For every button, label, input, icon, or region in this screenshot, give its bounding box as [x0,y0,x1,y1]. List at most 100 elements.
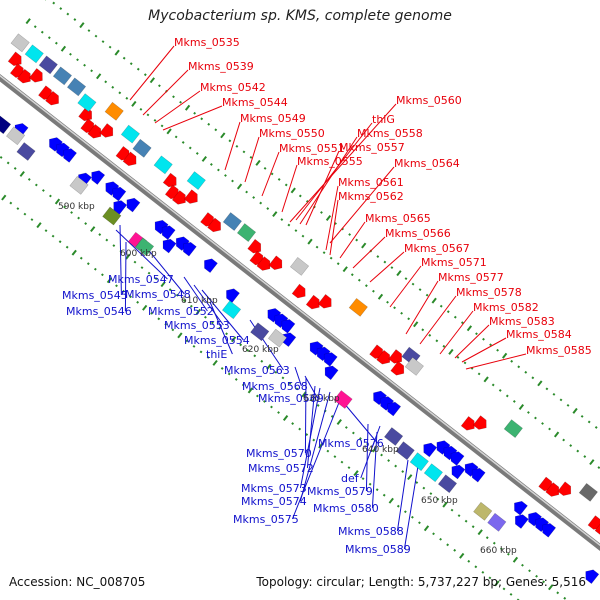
tick-mark [277,178,281,181]
genome-summary-text: Topology: circular; Length: 5,737,227 bp… [256,575,586,589]
tick-mark [494,580,500,587]
tick-mark [9,201,13,205]
reverse-gene-arrow [226,288,240,303]
feature-box [69,175,89,195]
gene-label-reverse: Mkms_0568 [242,380,308,393]
reverse-gene-arrow [113,200,128,215]
tick-mark [492,541,496,545]
tick-mark [247,387,253,394]
tick-mark [506,552,510,556]
leader-line [142,69,189,116]
gene-label-forward: Mkms_0584 [506,328,572,341]
leader-line [289,103,397,223]
tick-mark [594,426,598,429]
reverse-gene-arrow [126,197,141,213]
gene-label-forward: Mkms_0565 [365,212,431,225]
reverse-gene-arrow [535,517,549,533]
tick-mark [266,363,272,370]
gene-label-reverse: thiE [206,348,227,361]
tick-mark [488,576,492,580]
forward-gene-arrow [16,68,31,84]
feature-box [120,124,140,144]
tick-mark [418,288,422,292]
leader-line [369,251,405,283]
tick-mark [195,152,199,155]
tick-mark [188,146,192,150]
feature-box [102,206,122,226]
tick-mark [393,306,396,310]
tick-mark [413,321,419,328]
gene-label-reverse: Mkms_0570 [246,447,312,460]
leader-line [281,164,298,213]
forward-gene-arrow [557,481,572,496]
gene-label-forward: Mkms_0551 [279,142,345,155]
tick-mark [59,7,63,10]
tick-mark [86,262,90,266]
tick-mark [282,415,289,422]
reverse-gene-arrow [450,451,465,466]
feature-box [423,463,443,483]
tick-mark [41,189,45,192]
gene-label-forward: Mkms_0571 [421,256,487,269]
reverse-gene-arrow [49,137,63,152]
leader-line [396,459,409,532]
tick-mark [556,591,560,595]
leader-line [339,221,366,259]
tick-mark [105,238,109,242]
tick-mark [270,405,273,409]
tick-mark [36,222,42,229]
tick-mark [355,238,359,242]
tick-mark [181,141,185,144]
forward-gene-arrow [305,294,320,310]
tick-mark [79,256,83,260]
tick-mark [386,300,389,304]
forward-gene-arrow [268,255,283,270]
reverse-gene-arrow [585,569,600,585]
scale-label: 640 kbp [362,445,399,455]
gene-label-forward: Mkms_0550 [259,127,325,140]
tick-mark [423,525,430,532]
tick-mark [54,41,58,45]
leader-line [365,423,369,492]
tick-mark [344,426,348,429]
tick-mark [73,18,77,21]
forward-gene-arrow [87,123,102,139]
scale-label: 610 kbp [181,296,218,306]
feature-box [134,237,155,257]
feature-box [186,171,206,190]
tick-mark [101,40,105,44]
tick-mark [150,311,154,315]
feature-box [221,300,242,320]
tick-mark [548,584,554,591]
scale-label: 630 kbp [303,394,340,404]
gene-label-forward: Mkms_0583 [489,315,555,328]
tick-mark [171,328,175,332]
tick-mark [336,418,342,425]
gene-label-forward: Mkms_0539 [188,60,254,73]
gene-label-forward: Mkms_0555 [297,155,363,168]
tick-mark [329,256,333,260]
tick-mark [375,488,379,492]
leader-line [193,284,224,326]
gene-label-reverse: Mkms_0576 [318,437,384,450]
tick-mark [333,455,337,459]
tick-mark [418,521,421,525]
tick-mark [185,339,189,343]
gene-label-forward: Mkms_0542 [200,81,266,94]
tick-mark [326,449,330,453]
tick-mark [466,325,473,332]
feature-box [333,390,353,409]
tick-mark [195,308,202,315]
tick-mark [502,352,508,359]
tick-mark [217,168,220,172]
tick-mark [228,139,232,143]
gene-label-reverse: Mkms_0545 [62,289,128,302]
tick-mark [1,194,7,201]
tick-mark [34,183,38,187]
tick-mark [498,389,502,392]
tick-mark [442,344,446,348]
tick-mark [291,422,295,425]
tick-mark [442,501,448,508]
tick-mark [353,470,359,477]
